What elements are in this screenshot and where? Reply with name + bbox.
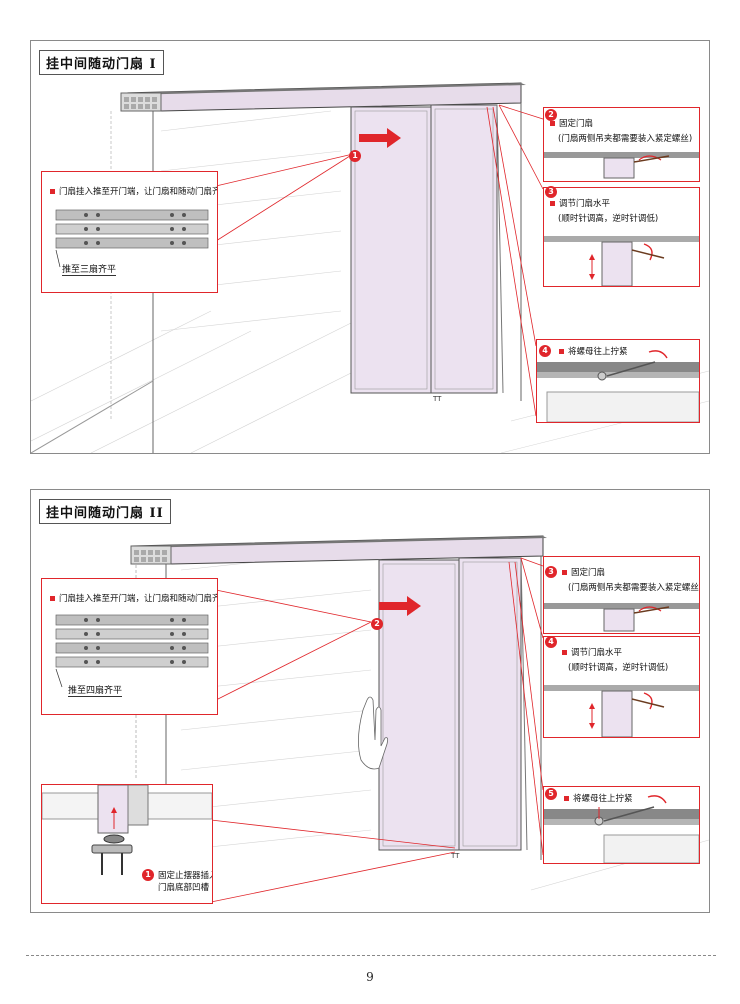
callout-tighten-nut: 将螺母往上拧紧 <box>536 339 700 423</box>
rotate-arrow-icon <box>643 692 653 710</box>
arrow-right-icon <box>379 596 421 616</box>
panel-2-title: 挂中间随动门扇 II <box>39 499 171 524</box>
step-note: (门扇两侧吊夹都需要装入紧定螺丝) <box>558 134 693 144</box>
callout-tighten-nut: 将螺母往上拧紧 <box>543 786 700 864</box>
svg-text:TT: TT <box>450 852 460 860</box>
step-badge: 3 <box>545 186 557 198</box>
caption: 推至三扇齐平 <box>62 262 117 276</box>
panel-1-title: 挂中间随动门扇 I <box>39 50 164 75</box>
step-note: (顺时针调高，逆时针调低) <box>568 663 669 673</box>
arrow-right-icon <box>359 128 401 148</box>
callout-stopper: 1 固定止摆器插入 门扇底部凹槽 <box>41 784 213 904</box>
step-text: 固定门扇 <box>550 118 593 130</box>
rotate-arrow-icon <box>643 243 653 261</box>
callout-align-doors: 门扇挂入推至开门端，让门扇和随动门扇齐平 推至四扇齐平 <box>41 578 218 715</box>
step-badge: 4 <box>545 636 557 648</box>
callout-level-door: 调节门扇水平 (顺时针调高，逆时针调低) <box>543 636 700 738</box>
step-note: (门扇两侧吊夹都需要装入紧定螺丝) <box>568 583 700 593</box>
rotate-arrow-icon <box>648 350 668 359</box>
step-note: (顺时针调高，逆时针调低) <box>558 214 659 224</box>
step-badge: 5 <box>545 788 557 800</box>
step-note: 门扇底部凹槽 <box>158 883 210 893</box>
panel-2-illustration: TT <box>130 535 709 903</box>
step-badge: 2 <box>545 109 557 121</box>
panel-1: TT 挂中间随动门扇 I 1 门扇挂入推至开门端，让门扇和随动门扇齐平 推至三扇… <box>30 40 710 454</box>
step-text: 门扇挂入推至开门端，让门扇和随动门扇齐平 <box>50 186 217 198</box>
hand-icon <box>358 696 389 770</box>
step-badge: 1 <box>349 150 361 162</box>
nut-detail <box>537 350 699 422</box>
callout-fix-door: 固定门扇 (门扇两侧吊夹都需要装入紧定螺丝) <box>543 556 700 634</box>
step-text: 调节门扇水平 <box>562 647 622 659</box>
screw-icon <box>633 155 670 163</box>
callout-align-doors: 门扇挂入推至开门端，让门扇和随动门扇齐平 推至三扇齐平 <box>41 171 218 293</box>
step-badge: 3 <box>545 566 557 578</box>
track-detail <box>55 209 209 268</box>
rotate-arrow-icon <box>638 606 662 612</box>
step-badge: 2 <box>371 618 383 630</box>
panel-2: TT 挂中间随动门扇 II 2 门扇挂入推至开门端，让门扇和随动门扇齐平 推至四… <box>30 489 710 913</box>
stopper-detail <box>42 785 212 875</box>
step-text: 门扇挂入推至开门端，让门扇和随动门扇齐平 <box>50 593 217 605</box>
footer-divider <box>26 955 716 956</box>
level-detail <box>544 236 699 286</box>
clamp-detail <box>544 603 699 632</box>
nut-detail <box>544 795 699 863</box>
step-text: 固定门扇 <box>562 567 605 579</box>
step-badge: 4 <box>539 345 551 357</box>
callout-fix-door: 固定门扇 (门扇两侧吊夹都需要装入紧定螺丝) <box>543 107 700 182</box>
screw-icon <box>633 606 670 614</box>
track-detail <box>55 614 209 688</box>
step-note: 固定止摆器插入 <box>158 871 213 881</box>
step-text: 调节门扇水平 <box>550 198 610 210</box>
step-badge: 1 <box>142 869 154 881</box>
clamp-detail <box>544 152 699 179</box>
caption: 推至四扇齐平 <box>68 683 123 697</box>
step-text: 将螺母往上拧紧 <box>559 346 628 358</box>
page-number: 9 <box>366 970 374 984</box>
step-text: 将螺母往上拧紧 <box>564 793 633 805</box>
rotate-arrow-icon <box>638 155 662 161</box>
svg-text:TT: TT <box>432 395 442 403</box>
callout-level-door: 调节门扇水平 (顺时针调高，逆时针调低) <box>543 187 700 287</box>
rotate-arrow-icon <box>647 795 667 804</box>
level-detail <box>544 685 699 737</box>
